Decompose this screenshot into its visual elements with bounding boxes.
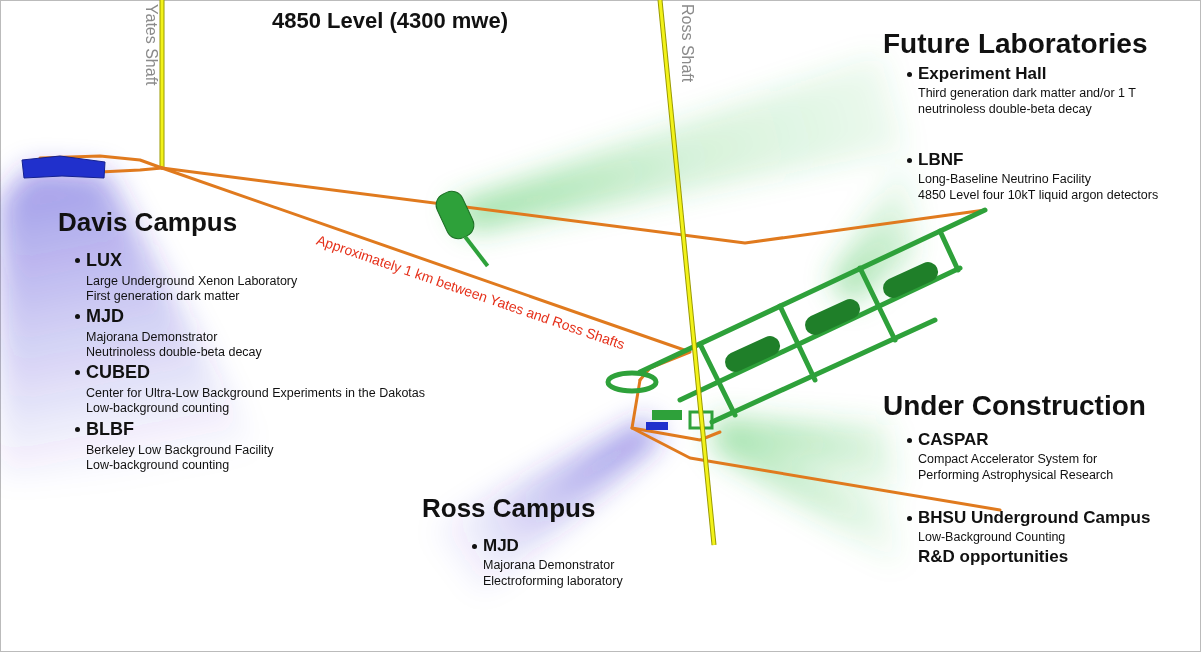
bullet-dot <box>907 72 912 77</box>
facility-description: Low-background counting <box>86 458 275 474</box>
loop-tunnel <box>608 373 656 391</box>
bhsu-glow <box>712 436 900 565</box>
facility-item: MJD Majorana DemonstratorElectroforming l… <box>472 536 624 590</box>
facility-description: Berkeley Low Background Facility <box>86 443 275 459</box>
bullet-dot <box>907 158 912 163</box>
facility-name: Experiment Hall <box>918 64 1147 84</box>
cavern <box>893 272 928 288</box>
facility-description: Center for Ultra-Low Background Experime… <box>86 386 427 402</box>
group-heading: Future Laboratories <box>883 28 1147 60</box>
access-drift <box>465 233 487 269</box>
facility-name: MJD <box>86 306 263 328</box>
shaft-label: Yates Shaft <box>142 4 160 86</box>
facility-description: Third generation dark matter and/or 1 T … <box>918 86 1146 117</box>
facility-item: Experiment HallThird generation dark mat… <box>907 64 1147 118</box>
bullet-dot <box>472 544 477 549</box>
facility-item: MJD Majorana DemonstratorNeutrinoless dou… <box>75 306 263 361</box>
facility-description: Electroforming laboratory <box>483 574 624 590</box>
facility-item: CUBED Center for Ultra-Low Background Exp… <box>75 362 427 417</box>
glow-group <box>0 55 915 595</box>
yates-shaft-outline <box>160 0 165 168</box>
drift <box>100 168 162 172</box>
bullet-dot <box>75 427 80 432</box>
group-heading: Ross Campus <box>422 494 595 524</box>
facility-item: LUX Large Underground Xenon LaboratoryFir… <box>75 250 299 305</box>
ross-campus-cavern <box>646 422 668 430</box>
facility-description: Neutrinoless double-beta decay <box>86 345 263 361</box>
note-text: R&D opportunities <box>918 548 1068 567</box>
bullet-dot <box>75 370 80 375</box>
group-heading: Davis Campus <box>58 208 237 238</box>
lbnf-caverns <box>735 272 928 362</box>
campus-group: Davis CampusLUX Large Underground Xenon L… <box>58 208 431 478</box>
tunnel <box>940 231 958 270</box>
facility-description: Majorana Demonstrator <box>86 330 263 346</box>
cylinder <box>432 187 478 242</box>
cavern <box>815 309 850 325</box>
drift <box>162 168 985 243</box>
campus-group: Future LaboratoriesExperiment HallThird … <box>883 28 1164 208</box>
facility-description: Compact Accelerator System for Performin… <box>918 452 1158 483</box>
experiment-hall-cavern <box>432 187 493 275</box>
yates-shaft <box>161 0 164 168</box>
ross-shaft-outline <box>660 0 714 545</box>
davis-campus-cavern <box>22 156 105 178</box>
shaft-label: Ross Shaft <box>678 4 696 82</box>
facility-description: Majorana Demonstrator <box>483 558 624 574</box>
facility-description: First generation dark matter <box>86 289 299 305</box>
davis-glow <box>0 168 270 480</box>
facility-name: LUX <box>86 250 299 272</box>
tunnel <box>680 268 960 400</box>
experiment-hall-glow <box>450 55 905 232</box>
facility-item: BLBF Berkeley Low Background FacilityLow-… <box>75 419 275 474</box>
drift-network <box>40 156 1000 510</box>
drift <box>632 428 720 440</box>
facility-item: CASPARCompact Accelerator System for Per… <box>907 430 1159 484</box>
facility-item: BHSU Underground CampusLow-Background Co… <box>907 508 1152 546</box>
campus-group: Ross CampusMJD Majorana DemonstratorElect… <box>422 494 628 594</box>
facility-name: CUBED <box>86 362 427 384</box>
facility-description: 4850 Level four 10kT liquid argon detect… <box>918 188 1160 204</box>
station-drift <box>652 410 682 420</box>
facility-name: BHSU Underground Campus <box>918 508 1152 528</box>
campus-group: Under ConstructionCASPARCompact Accelera… <box>883 390 1163 551</box>
facility-name: LBNF <box>918 150 1160 170</box>
facility-name: BLBF <box>86 419 275 441</box>
facility-description: Long-Baseline Neutrino Facility <box>918 172 1160 188</box>
facility-description: Low-Background Counting <box>918 530 1152 546</box>
facility-name: MJD <box>483 536 624 556</box>
cavern <box>735 346 770 362</box>
facility-description: Low-background counting <box>86 401 427 417</box>
facility-item: LBNF Long-Baseline Neutrino Facility4850 … <box>907 150 1160 204</box>
bullet-dot <box>907 516 912 521</box>
bullet-dot <box>75 314 80 319</box>
group-heading: Under Construction <box>883 390 1146 422</box>
facility-description: Large Underground Xenon Laboratory <box>86 274 299 290</box>
bullet-dot <box>907 438 912 443</box>
facility-name: CASPAR <box>918 430 1159 450</box>
bullet-dot <box>75 258 80 263</box>
tunnel <box>640 210 985 372</box>
diagram-title: 4850 Level (4300 mwe) <box>272 8 508 34</box>
ross-shaft <box>660 0 714 545</box>
